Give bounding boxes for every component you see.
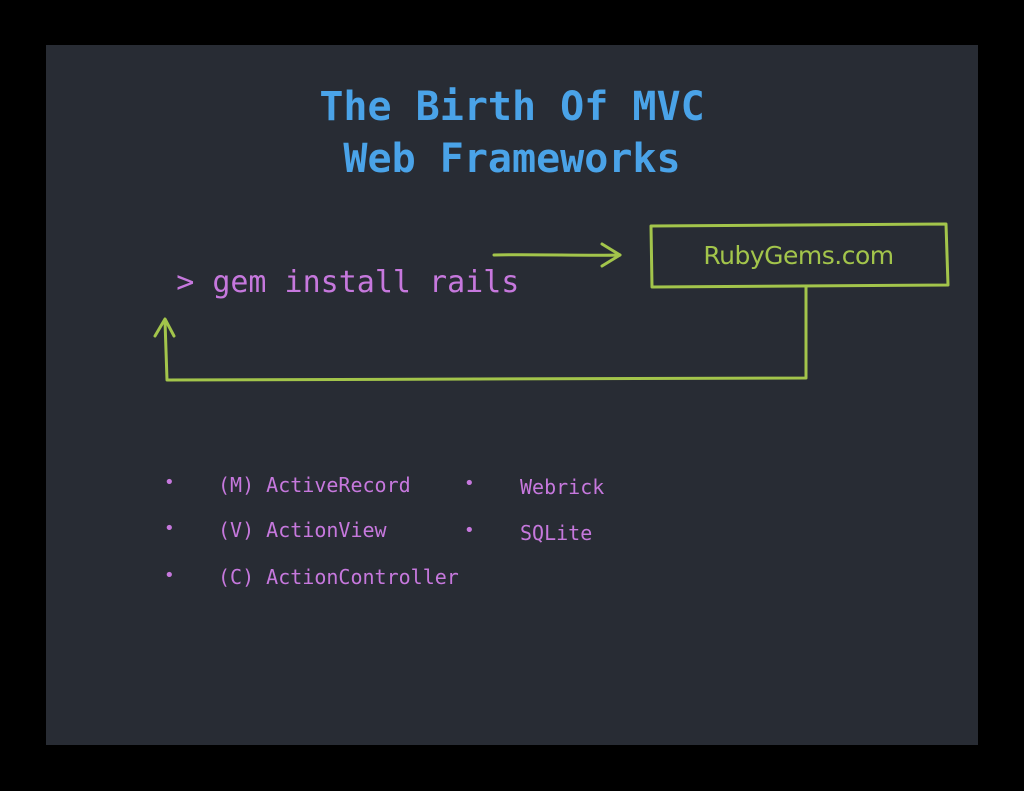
registry-label: RubyGems.com bbox=[703, 240, 894, 270]
slide-title-line-2: Web Frameworks bbox=[343, 136, 681, 182]
prompt-symbol: > bbox=[176, 265, 195, 300]
slide: The Birth Of MVC Web Frameworks > gem ins… bbox=[46, 45, 978, 745]
list-item-view: (V) ActionView bbox=[218, 518, 387, 542]
request-arrow-head bbox=[600, 242, 622, 268]
bullet: • bbox=[164, 518, 175, 539]
bullet: • bbox=[164, 472, 175, 493]
list-item-webrick: Webrick bbox=[520, 475, 605, 499]
slide-title-line-1: The Birth Of MVC bbox=[319, 84, 705, 130]
list-item-sqlite: SQLite bbox=[520, 521, 593, 545]
terminal-command: > gem install rails bbox=[104, 238, 519, 328]
bullet: • bbox=[164, 565, 175, 586]
list-item-controller: (C) ActionController bbox=[218, 565, 459, 589]
bullet: • bbox=[464, 520, 475, 541]
bullet: • bbox=[464, 473, 475, 494]
command-text: gem install rails bbox=[212, 265, 520, 300]
list-item-model: (M) ActiveRecord bbox=[218, 473, 411, 497]
